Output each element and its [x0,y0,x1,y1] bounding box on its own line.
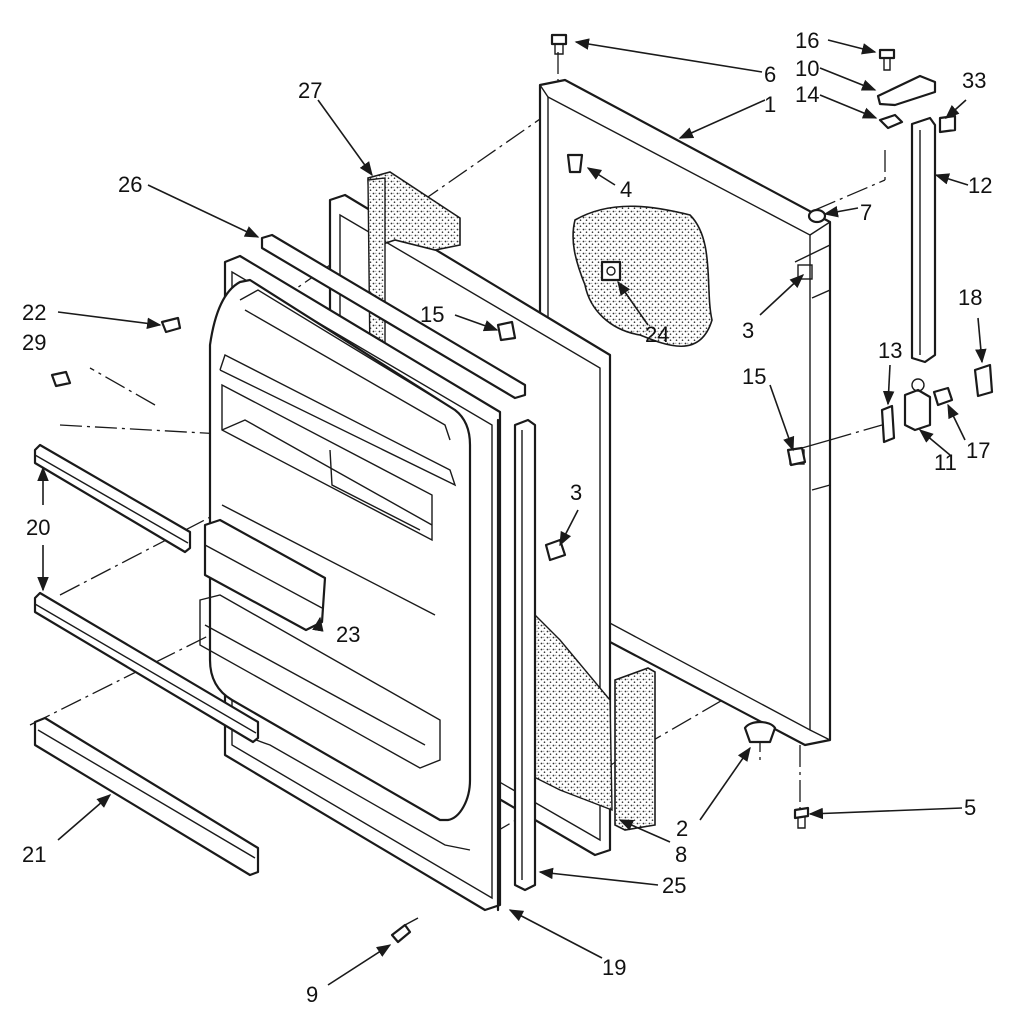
callout-22: 22 [22,300,46,325]
callout-26: 26 [118,172,142,197]
callout-7: 7 [860,200,872,225]
callout-5: 5 [964,795,976,820]
callout-9: 9 [306,982,318,1007]
callout-29: 29 [22,330,46,355]
callout-10: 10 [795,56,819,81]
callout-21: 21 [22,842,46,867]
callout-24: 24 [645,322,669,347]
callout-3-right: 3 [742,318,754,343]
callout-27: 27 [298,78,322,103]
callout-19: 19 [602,955,626,980]
cabinet-frame-part-1 [538,78,832,747]
callout-14: 14 [795,82,819,107]
gasket-strips [496,418,537,912]
callout-13: 13 [878,338,902,363]
leader-arrows [37,38,987,986]
callout-33: 33 [962,68,986,93]
callout-4: 4 [620,177,632,202]
callout-25: 25 [662,873,686,898]
callout-11: 11 [934,450,957,475]
callout-15-right: 15 [742,364,766,389]
door-liner [199,171,656,912]
callout-18: 18 [958,285,982,310]
callout-16: 16 [795,28,819,53]
callout-8: 8 [675,842,687,867]
hardware-parts [50,33,994,944]
callout-3-left: 3 [570,480,582,505]
callout-labels: 6 1 4 7 16 10 14 33 12 18 13 17 11 3 15 … [22,28,992,1007]
callout-1: 1 [764,92,776,117]
callout-17: 17 [966,438,990,463]
callout-23: 23 [336,622,360,647]
callout-12: 12 [968,173,992,198]
callout-6: 6 [764,62,776,87]
callout-15-left: 15 [420,302,444,327]
callout-2: 2 [676,816,688,841]
callout-20: 20 [26,515,50,540]
shelf-bars [33,233,527,877]
